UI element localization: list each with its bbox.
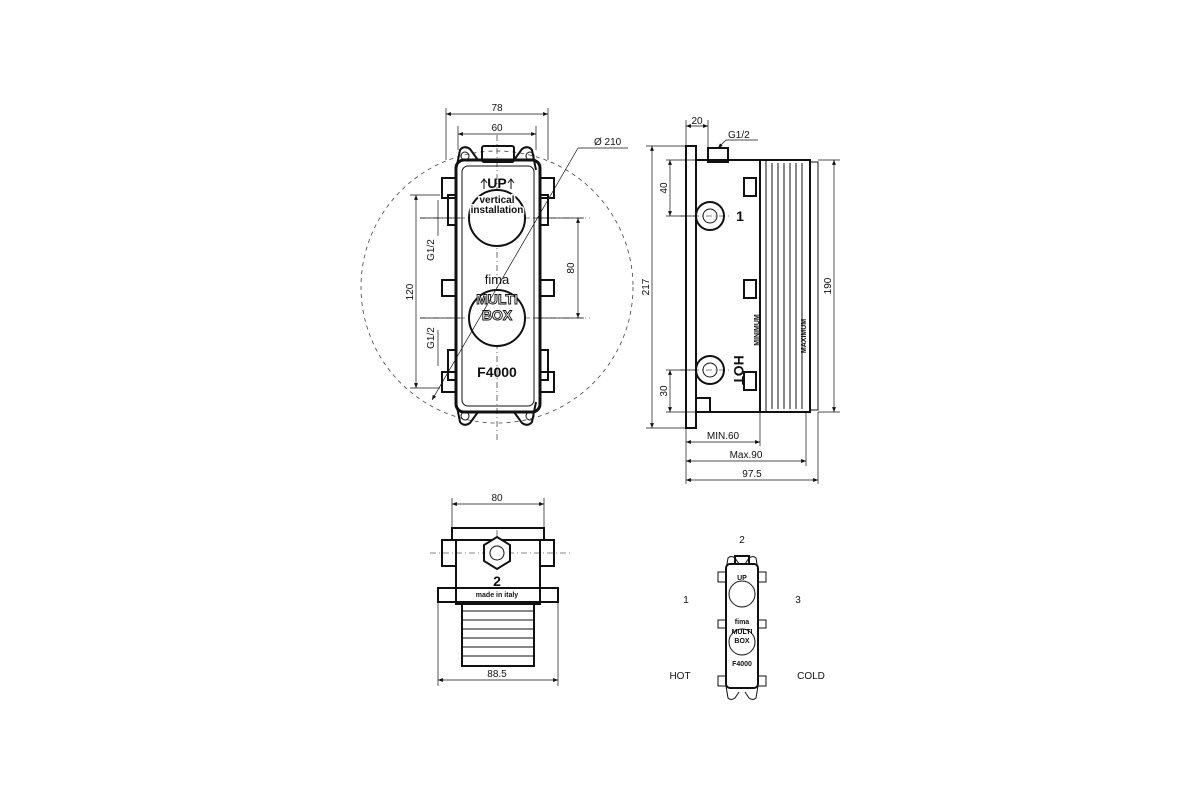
brand-label: fima xyxy=(485,272,510,287)
box-label: BOX xyxy=(482,307,513,323)
bottom-hex-port xyxy=(483,535,511,571)
up-label: UP xyxy=(487,175,506,191)
legend-number-3: 3 xyxy=(795,595,801,606)
lower-outlet xyxy=(468,289,526,347)
installation-label: installation xyxy=(471,205,524,216)
legend-number-2: 2 xyxy=(739,535,745,546)
minimum-label: MINIMUM xyxy=(754,314,761,346)
bottom-view: 2 made in italy 80 88.5 xyxy=(430,493,570,686)
multibox-body xyxy=(454,158,542,414)
dim-88-5: 88.5 xyxy=(487,669,507,680)
dim-217: 217 xyxy=(641,278,652,295)
legend-view: UP fima MULTI BOX F4000 2 1 3 HOT COLD xyxy=(669,535,825,700)
dim-60: 60 xyxy=(491,123,503,134)
dim-g12-top: G1/2 xyxy=(426,239,437,261)
model-label: F4000 xyxy=(477,364,517,380)
dim-190: 190 xyxy=(823,277,834,294)
dim-80-bottom: 80 xyxy=(491,493,503,504)
side-port-label-1: 1 xyxy=(736,208,744,224)
maximum-label: MAXIMUM xyxy=(801,319,808,353)
legend-box: BOX xyxy=(734,638,750,645)
bottom-number-2: 2 xyxy=(493,573,501,589)
dim-78: 78 xyxy=(491,103,503,114)
dim-40: 40 xyxy=(659,182,670,194)
dim-g12-bottom: G1/2 xyxy=(426,327,437,349)
hot-label-side: HOT xyxy=(731,355,747,385)
dim-min60: MIN.60 xyxy=(707,431,740,442)
legend-up: UP xyxy=(737,575,747,582)
dim-30: 30 xyxy=(659,385,670,397)
legend-body xyxy=(725,563,759,689)
legend-number-1: 1 xyxy=(683,595,689,606)
upper-outlet xyxy=(468,189,526,247)
dim-diameter: Ø 210 xyxy=(594,137,622,148)
legend-brand: fima xyxy=(735,619,750,626)
legend-hot: HOT xyxy=(669,671,690,682)
dim-80: 80 xyxy=(566,262,577,274)
extension-ribs xyxy=(765,160,803,412)
dim-g12-side: G1/2 xyxy=(728,130,750,141)
dim-120: 120 xyxy=(405,283,416,300)
vertical-label: vertical xyxy=(479,195,514,206)
legend-multi: MULTI xyxy=(732,629,753,636)
made-in-italy-label: made in italy xyxy=(476,592,519,599)
legend-cold: COLD xyxy=(797,671,825,682)
multi-label: MULTI xyxy=(476,291,518,307)
dim-max90: Max.90 xyxy=(730,450,763,461)
bottom-ribs xyxy=(462,610,534,657)
dim-97-5: 97.5 xyxy=(742,469,762,480)
front-view: UP vertical installation fima MULTI BOX … xyxy=(360,103,634,440)
side-view: 1 HOT MINIMUM MAXIMUM 20 G1/2 217 40 30 … xyxy=(641,116,840,484)
legend-model: F4000 xyxy=(732,661,752,668)
dim-20: 20 xyxy=(691,116,703,127)
